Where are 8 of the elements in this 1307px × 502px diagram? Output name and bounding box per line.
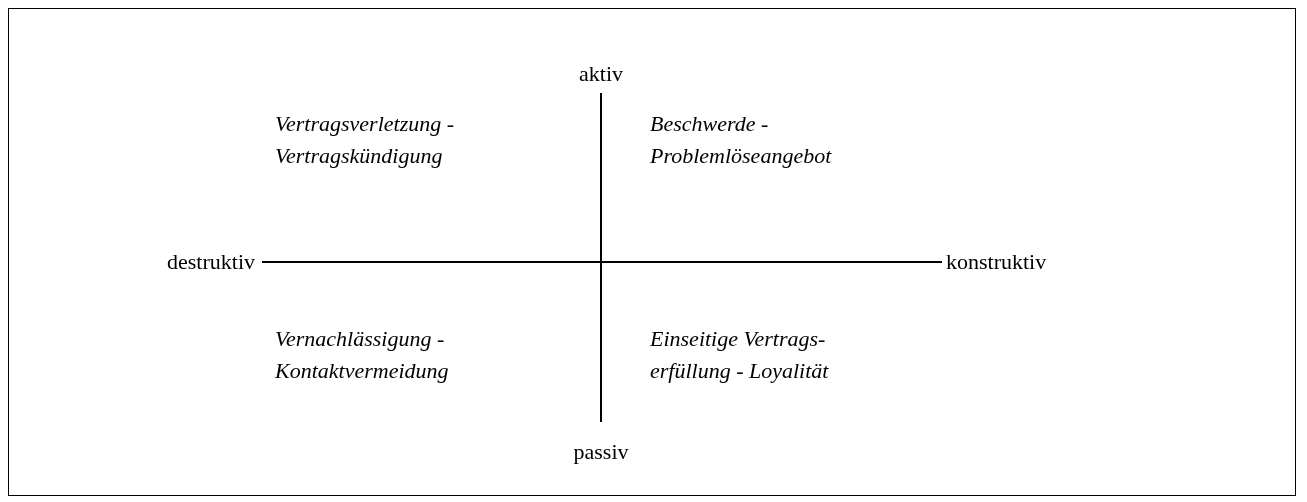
quadrant-text: Vertragsverletzung - Vertragskündigung [275, 110, 456, 170]
quadrant-text: Beschwerde - Problemlöseangebot [650, 110, 833, 170]
axis-label: aktiv [578, 60, 624, 88]
quadrant-text: Einseitige Vertrags- erfüllung - Loyalität [650, 325, 830, 385]
axis-label: destruktiv [166, 248, 255, 276]
axis-label: konstruktiv [946, 248, 1048, 276]
quadrant-text: Vernachlässigung - Kontaktvermeidung [275, 325, 450, 385]
axis-label: passiv [572, 438, 630, 466]
